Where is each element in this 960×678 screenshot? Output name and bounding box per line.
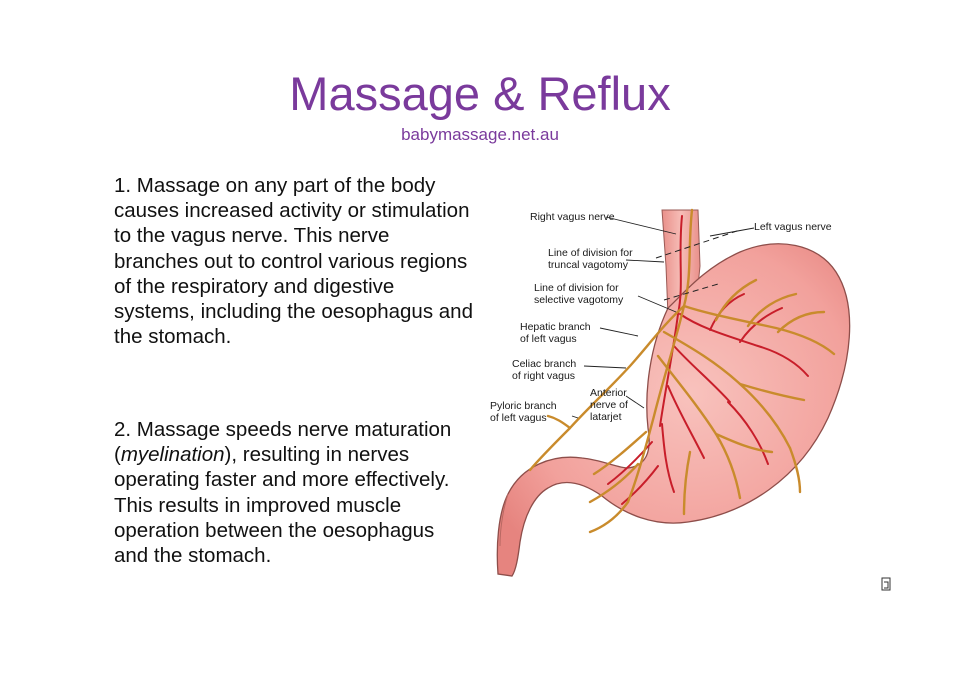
label-selective-vagotomy-line2: selective vagotomy	[534, 294, 624, 306]
label-truncal-vagotomy-line2: truncal vagotomy	[548, 259, 629, 271]
label-anterior-nerve-line3: latarjet	[590, 411, 622, 423]
vagus-nerves	[528, 208, 836, 534]
paragraph-2-italic: myelination	[120, 443, 225, 467]
label-selective-vagotomy-line1: Line of division for	[534, 282, 619, 294]
label-anterior-nerve-line1: Anterior	[590, 387, 627, 399]
paragraph-2-before: 2. Massage speeds nerve maturation (	[114, 418, 452, 467]
label-pyloric-branch-line1: Pyloric branch	[490, 400, 557, 412]
label-left-vagus-nerve: Left vagus nerve	[754, 221, 832, 233]
stomach-vagus-diagram: Right vagus nerve Left vagus nerve Line …	[490, 208, 891, 591]
stomach-shape	[496, 243, 851, 577]
paragraph-vagus-nerve: 1. Massage on any part of the body cause…	[114, 173, 474, 349]
paragraph-nerve-maturation: 2. Massage speeds nerve maturation (myel…	[114, 417, 474, 568]
label-truncal-vagotomy-line1: Line of division for	[548, 247, 633, 259]
label-right-vagus-nerve: Right vagus nerve	[530, 211, 615, 223]
division-lines	[655, 229, 741, 301]
label-celiac-branch-line2: of right vagus	[512, 370, 575, 382]
leader-lines	[571, 216, 755, 419]
label-celiac-branch-line1: Celiac branch	[512, 358, 576, 370]
copyright-mark-icon	[881, 577, 891, 591]
duodenum-shape	[499, 493, 509, 547]
label-anterior-nerve-line2: nerve of	[590, 399, 628, 411]
paragraph-1-text: 1. Massage on any part of the body cause…	[114, 174, 473, 349]
label-pyloric-branch-line2: of left vagus	[490, 412, 547, 424]
page-subtitle: babymassage.net.au	[401, 125, 559, 144]
paragraph-2-text: 2. Massage speeds nerve maturation (myel…	[114, 417, 474, 568]
label-hepatic-branch-line2: of left vagus	[520, 333, 577, 345]
arteries	[607, 215, 809, 505]
page-title: Massage & Reflux	[289, 67, 671, 120]
label-hepatic-branch-line1: Hepatic branch	[520, 321, 591, 333]
paragraph-2-after: ), resulting in nerves operating faster …	[114, 443, 450, 568]
